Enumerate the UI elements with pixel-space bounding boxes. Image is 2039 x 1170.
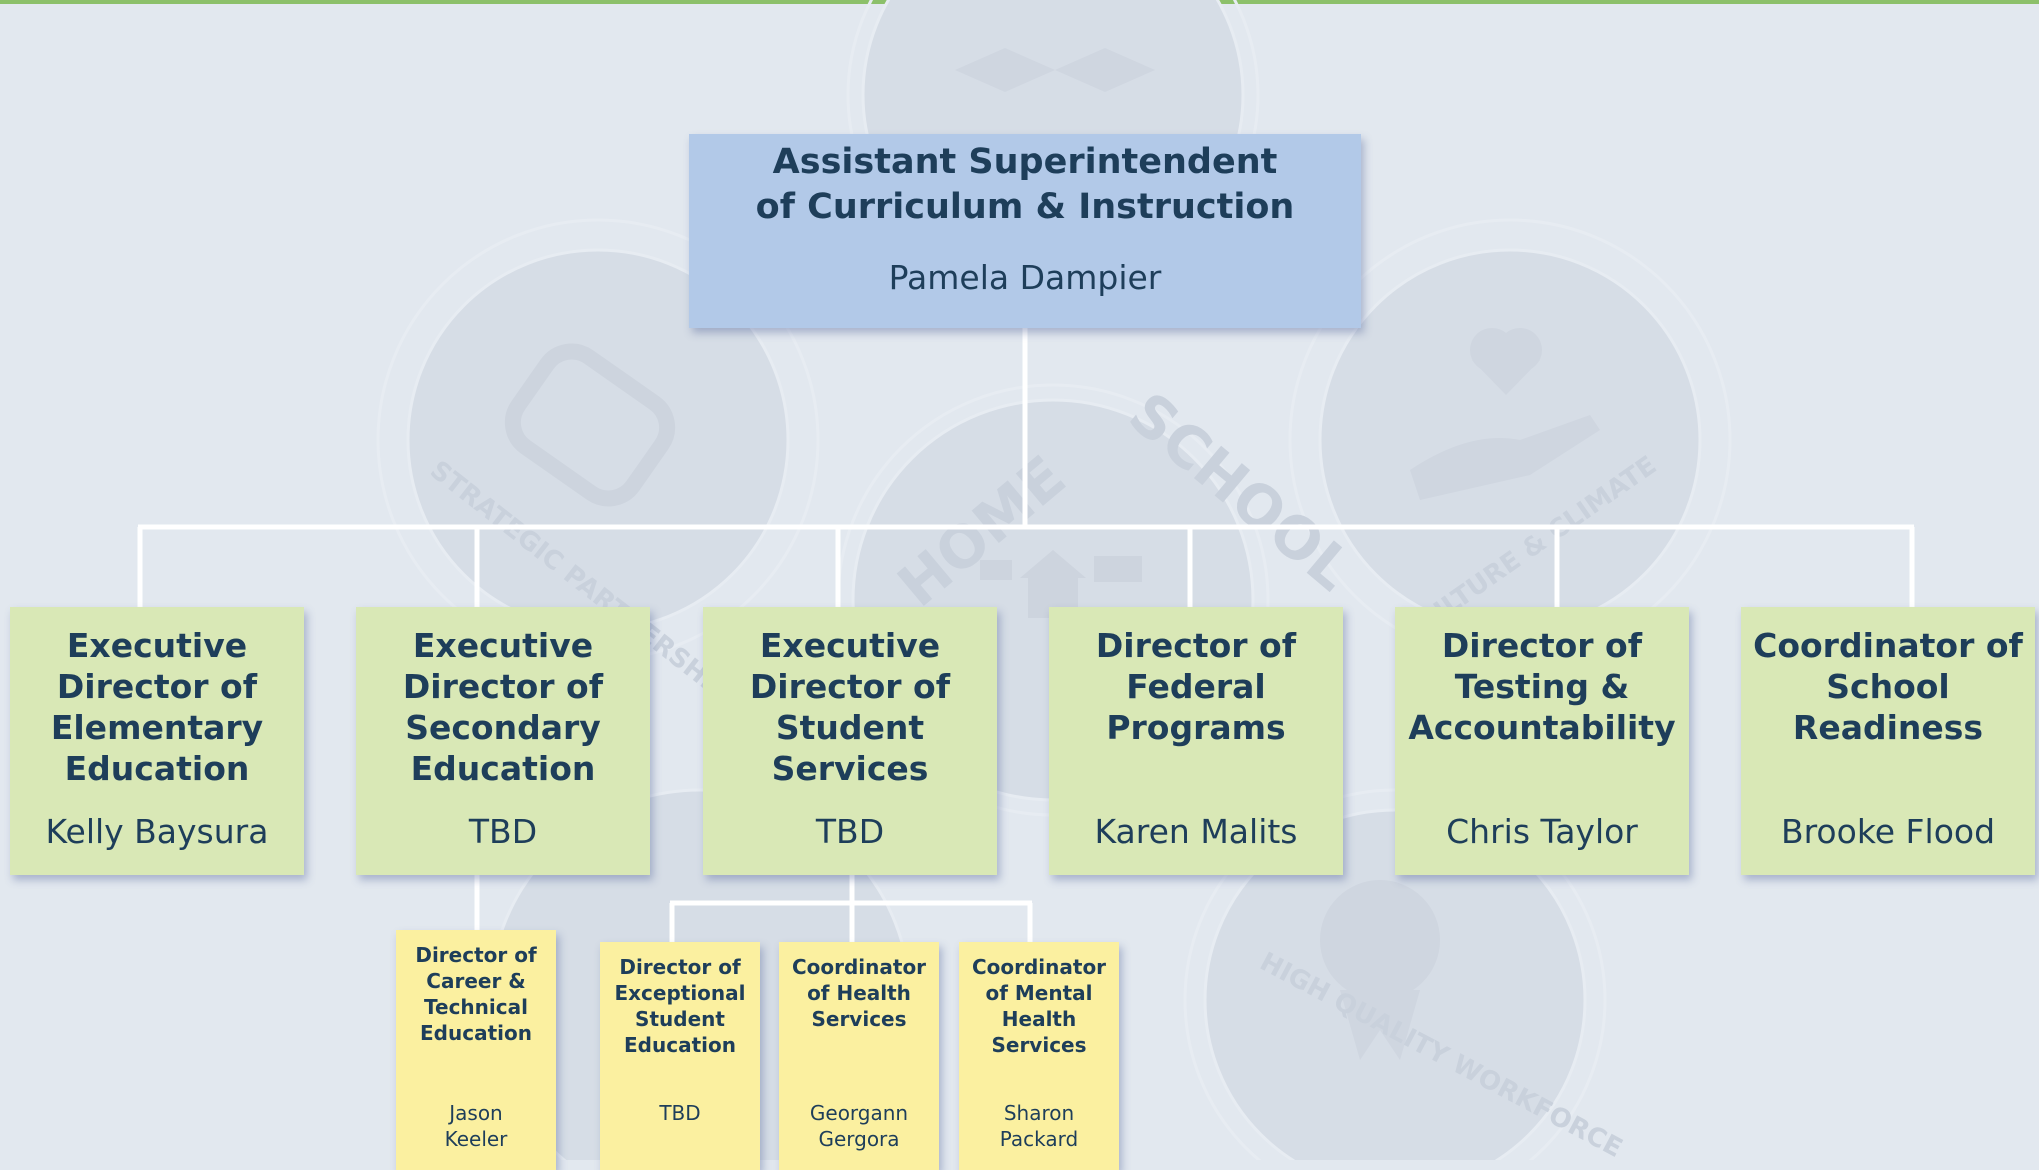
node-title: Director of Testing & Accountability [1408,626,1676,747]
org-node-student-services: Executive Director of Student Services T… [703,607,997,875]
node-name: TBD [468,812,538,851]
award-ribbon-icon [1320,880,1440,1060]
node-name: Pamela Dampier [888,258,1162,297]
node-title: Executive Director of Student Services [749,626,951,788]
org-node-career-technical: Director of Career & Technical Education… [396,930,556,1170]
node-title: Director of Federal Programs [1095,626,1297,747]
org-node-federal-programs: Director of Federal Programs Karen Malit… [1049,607,1343,875]
node-name: Kelly Baysura [45,812,269,851]
node-title: Coordinator of Mental Health Services [971,955,1107,1057]
node-title: Coordinator of Health Services [791,955,927,1031]
org-node-secondary: Executive Director of Secondary Educatio… [356,607,650,875]
node-name: Georgann Gergora [809,1101,909,1151]
graduation-caps-icon [955,48,1155,92]
node-title: Executive Director of Secondary Educatio… [402,626,604,788]
node-name: Chris Taylor [1446,812,1638,851]
node-name: TBD [815,812,885,851]
node-name: Brooke Flood [1780,812,1996,851]
node-name: Karen Malits [1094,812,1298,851]
node-name: Jason Keeler [444,1101,508,1151]
org-node-exceptional-student: Director of Exceptional Student Educatio… [600,942,760,1170]
org-node-elementary: Executive Director of Elementary Educati… [10,607,304,875]
org-node-testing-accountability: Director of Testing & Accountability Chr… [1395,607,1689,875]
org-node-school-readiness: Coordinator of School Readiness Brooke F… [1741,607,2035,875]
node-title: Assistant Superintendent of Curriculum &… [755,142,1295,227]
org-node-mental-health: Coordinator of Mental Health Services Sh… [959,942,1119,1170]
node-title: Director of Career & Technical Education [415,943,537,1045]
org-node-health-services: Coordinator of Health Services Georgann … [779,942,939,1170]
heart-hand-icon [1410,328,1600,500]
handshake-icon [504,343,676,507]
org-node-root: Assistant Superintendent of Curriculum &… [689,134,1361,328]
node-title: Coordinator of School Readiness [1753,626,2023,747]
node-title: Director of Exceptional Student Educatio… [614,955,746,1057]
node-name: TBD [659,1101,701,1125]
node-title: Executive Director of Elementary Educati… [50,626,264,788]
node-name: Sharon Packard [999,1101,1079,1151]
